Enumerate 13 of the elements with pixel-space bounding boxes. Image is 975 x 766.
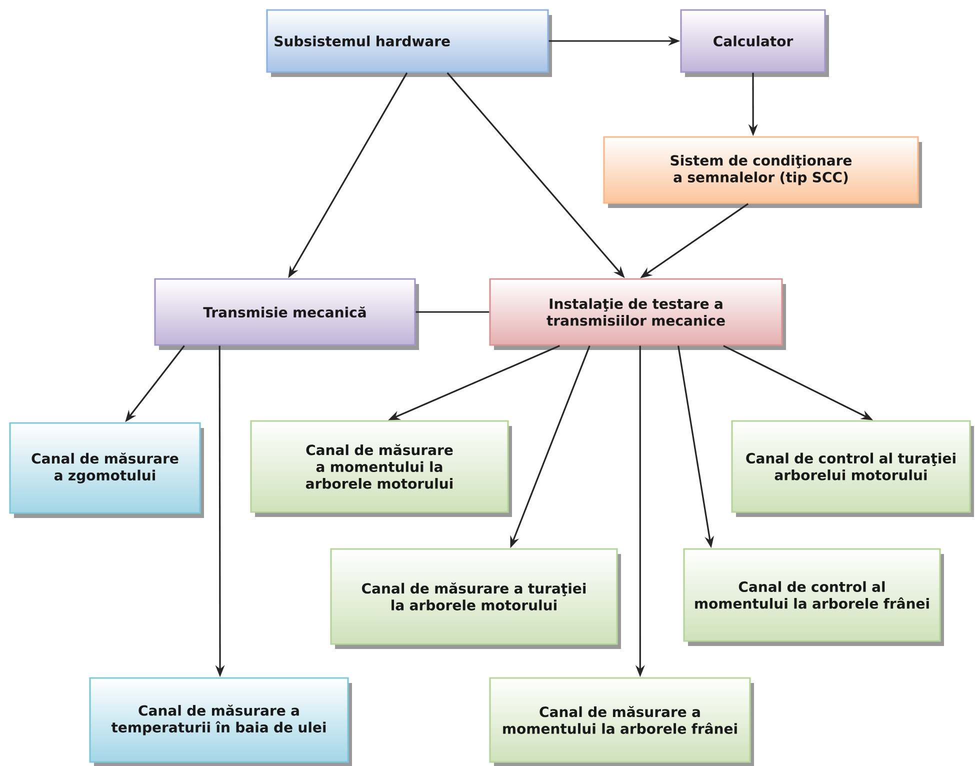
- process-box: Canal de control al momentului la arborele frânei: [683, 548, 944, 646]
- process-box: Instalaţie de testare a transmisiilor mecanice: [489, 278, 786, 350]
- process-box: Canal de control al turaţiei arborelui motorului: [731, 420, 974, 517]
- process-box: Canal de măsurare a turaţiei la arborele motorului: [330, 548, 621, 649]
- connector-line: [416, 311, 490, 313]
- process-box: Canal de măsurare a temperaturii în baia de ulei: [89, 677, 352, 766]
- process-box: Canal de măsurare a momentului la arborele frânei: [489, 677, 754, 766]
- process-box: Canal de măsurare a zgomotului: [9, 422, 204, 518]
- process-box: Calculator: [680, 9, 829, 77]
- process-box: Subsistemul hardware: [266, 9, 552, 77]
- process-box: Sistem de condiţionare a semnalelor (tip SCC): [603, 136, 922, 208]
- process-box: Transmisie mecanică: [154, 278, 419, 350]
- process-box: Canal de măsurare a momentului la arborele motorului: [250, 420, 512, 517]
